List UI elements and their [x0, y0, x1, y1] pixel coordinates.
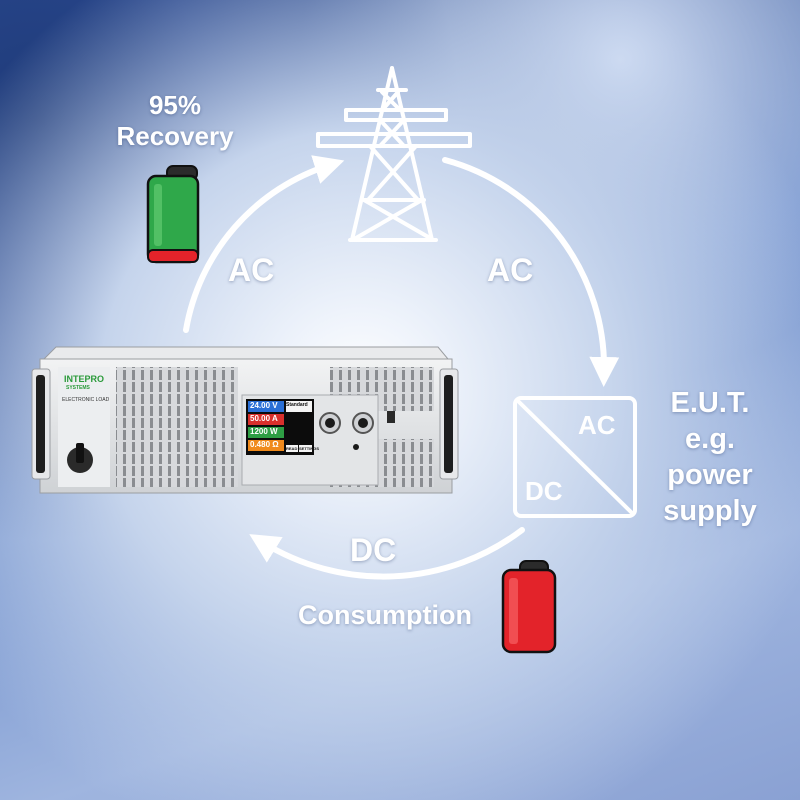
dc-bottom-label: DC	[350, 532, 396, 569]
recovery-percent: 95%	[95, 90, 255, 121]
eut-line1: E.U.T.	[645, 385, 775, 421]
recovery-label: 95% Recovery	[95, 90, 255, 152]
consumption-label: Consumption	[298, 600, 472, 631]
screen-btn-read: READ	[286, 445, 298, 452]
eut-line2: e.g.	[645, 421, 775, 457]
eut-ac-label: AC	[578, 410, 616, 441]
ac-right-label: AC	[487, 252, 533, 289]
power-pylon-icon	[318, 68, 470, 240]
device-model-text: ELECTRONIC LOAD	[62, 397, 109, 403]
recovery-text: Recovery	[95, 121, 255, 152]
eut-dc-label: DC	[525, 476, 563, 507]
eut-line4: supply	[645, 493, 775, 529]
eut-line3: power	[645, 457, 775, 493]
eut-label: E.U.T. e.g. power supply	[645, 385, 775, 529]
screen-resistance: 0.480 Ω	[248, 440, 284, 451]
screen-voltage: 24.00 V	[248, 401, 284, 412]
device-brand-sub: SYSTEMS	[66, 385, 90, 391]
arrow-ac-left	[186, 165, 330, 330]
electronic-load-device: INTEPRO SYSTEMS ELECTRONIC LOAD 24.00 V …	[30, 345, 462, 497]
device-brand: INTEPRO	[64, 374, 104, 384]
screen-power: 1200 W	[248, 427, 284, 438]
battery-green-icon	[148, 166, 198, 262]
device-chassis	[30, 345, 462, 497]
ac-left-label: AC	[228, 252, 274, 289]
screen-btn-settings: SETTINGS	[299, 445, 312, 452]
screen-mode: Standard	[286, 401, 312, 412]
battery-red-icon	[503, 561, 555, 652]
screen-current: 50.00 A	[248, 414, 284, 425]
